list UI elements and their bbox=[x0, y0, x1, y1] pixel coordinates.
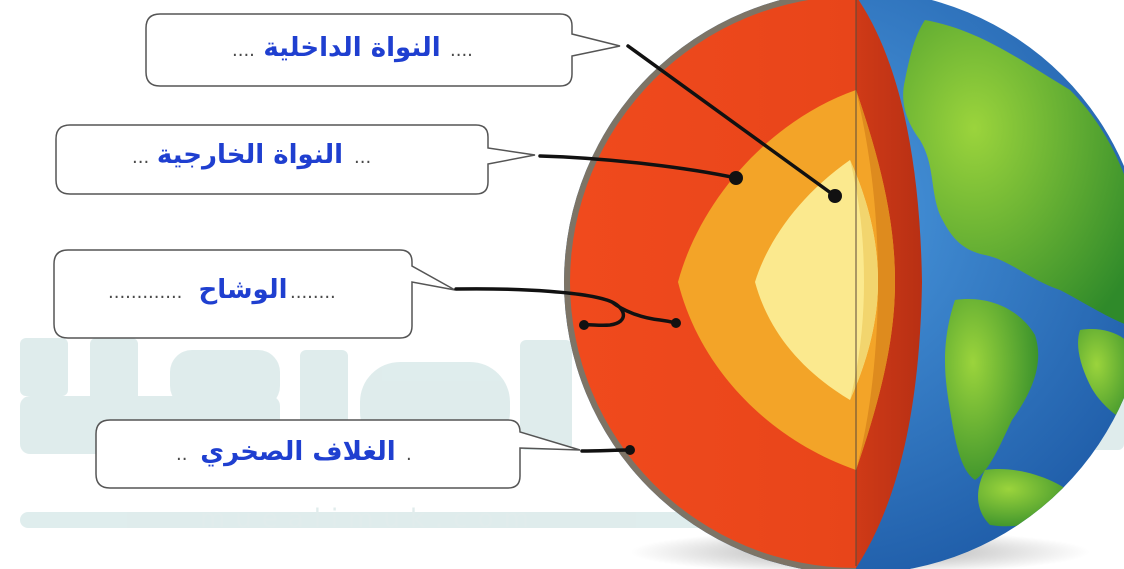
outer-core-label: النواة الخارجية bbox=[157, 140, 343, 170]
dot-crust bbox=[625, 445, 635, 455]
outer-core-dots-left: ... bbox=[132, 147, 149, 168]
mantle-dots-left: ............. bbox=[108, 282, 182, 303]
mantle-label: الوشاح bbox=[198, 275, 287, 305]
leader-lines bbox=[454, 44, 837, 453]
callout-outer-core: ... النواة الخارجية ... bbox=[55, 124, 536, 195]
inner-core-dots-right: .... bbox=[450, 40, 473, 61]
inner-core-layer bbox=[755, 160, 878, 400]
dot-mantle-inner bbox=[671, 318, 681, 328]
watermark-site: muealimuk.com bbox=[200, 504, 539, 534]
outer-core-dots-right: ... bbox=[354, 147, 371, 168]
inner-core-dots-left: .... bbox=[232, 40, 255, 61]
leader-crust bbox=[580, 448, 632, 453]
leader-endpoints bbox=[579, 171, 842, 455]
crust-dots-left: .. bbox=[176, 444, 187, 465]
continents bbox=[903, 20, 1124, 527]
leader-outer-core bbox=[538, 154, 738, 180]
crust-label: الغلاف الصخري bbox=[200, 437, 395, 467]
dot-mantle-outer bbox=[579, 320, 589, 330]
dot-outer-core bbox=[729, 171, 743, 185]
callout-crust: .. الغلاف الصخري . bbox=[95, 419, 581, 489]
crust-dots-right: . bbox=[406, 444, 412, 465]
dot-inner-core bbox=[828, 189, 842, 203]
mantle-dots-right: ........ bbox=[290, 282, 336, 303]
inner-core-face bbox=[850, 160, 878, 400]
inner-core-label: النواة الداخلية bbox=[263, 33, 440, 63]
outer-core-face bbox=[856, 90, 895, 470]
earth-globe bbox=[564, 0, 1124, 569]
leader-inner-core bbox=[626, 44, 837, 198]
callout-inner-core: .... النواة الداخلية .... bbox=[145, 13, 621, 87]
callout-mantle: ............. الوشاح ........ bbox=[53, 249, 456, 339]
